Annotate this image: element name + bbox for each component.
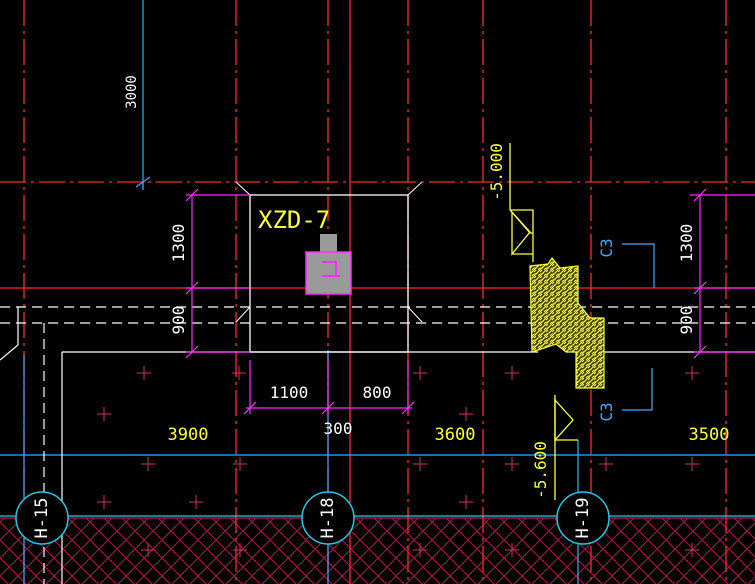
section-c3-top: C3 [597,238,616,257]
dim-1300-left: 1300 [169,224,188,263]
axis-label-h19: H-19 [573,498,593,539]
span-3500: 3500 [689,425,730,445]
column-base [305,251,352,295]
axis-label-h18: H-18 [318,498,338,539]
ground-hatch [0,518,755,584]
dim-1100: 1100 [270,383,309,402]
section-mark-top [622,243,655,288]
section-mark-bottom [622,368,653,411]
elevation-marker-top [509,143,534,262]
section-c3-bottom: C3 [597,402,616,421]
elevation-marker-bottom [554,395,578,500]
axis-bubble-h15[interactable]: H-15 [15,491,69,545]
dim-left [185,188,250,359]
grid-crosses [97,366,699,557]
dim-800: 800 [363,383,392,402]
axis-bubble-h18[interactable]: H-18 [301,491,355,545]
axis-label-h15: H-15 [32,498,52,539]
dim-900-right: 900 [677,306,696,335]
xzd-label: XZD-7 [258,206,330,234]
column-rebar-mark [322,261,340,277]
column-upper [320,234,337,254]
elevation-top: -5.000 [487,143,506,201]
xzd-foundation-box [249,194,409,353]
span-3600: 3600 [435,425,476,445]
foundation-corner-lines [235,181,423,323]
elevation-bottom: -5.600 [531,441,550,499]
dim-1300-right: 1300 [677,224,696,263]
wall-section-hatch [529,256,605,389]
dim-3000-slash [135,176,151,188]
span-3900: 3900 [168,425,209,445]
dim-900-left: 900 [169,306,188,335]
dim-300: 300 [324,419,353,438]
axis-bubble-h19[interactable]: H-19 [556,491,610,545]
dim-right [690,188,755,359]
dim-bottom [243,360,415,415]
dim-3000: 3000 [124,75,140,109]
red-horizontal-axes [0,181,755,289]
